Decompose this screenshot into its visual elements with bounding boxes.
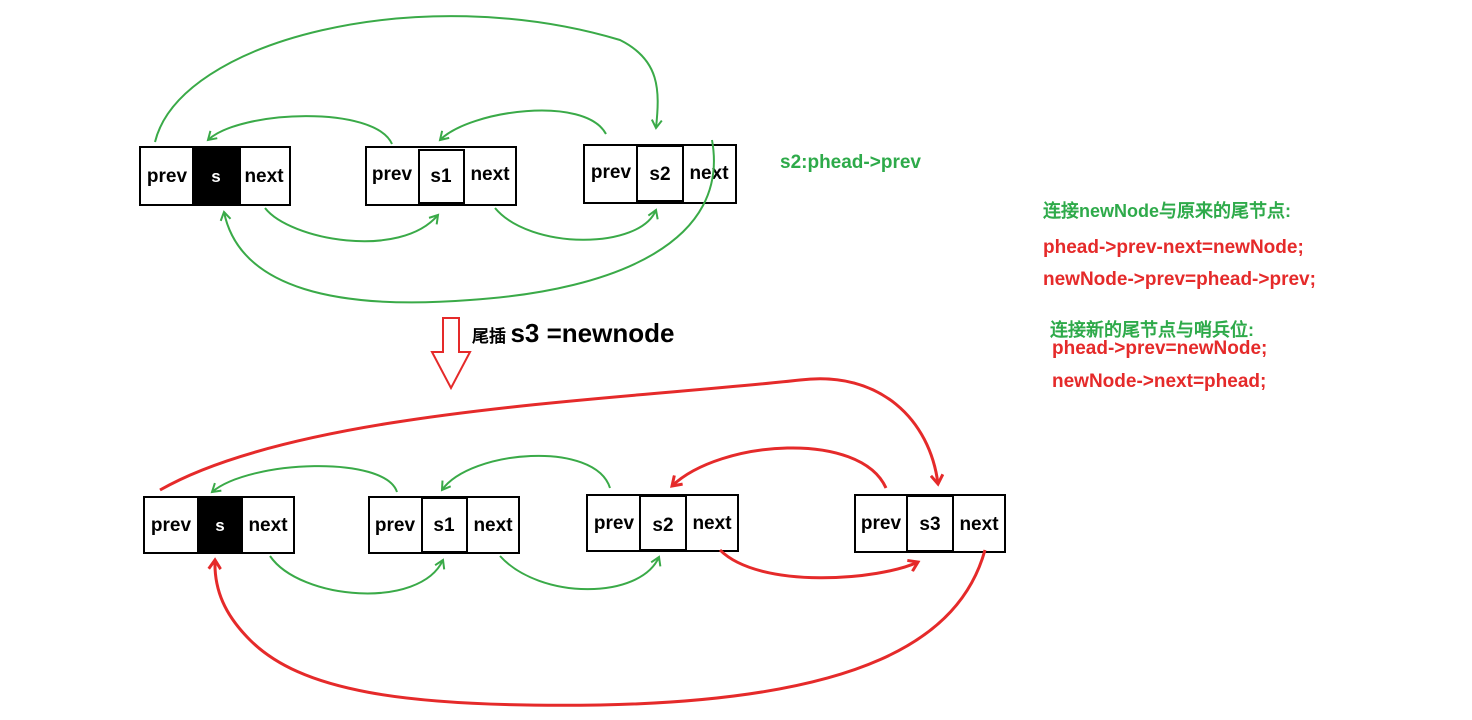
top-node-s1: prev s1 next (365, 146, 517, 206)
arrow-s2-prev-to-s1 (438, 109, 607, 142)
next-field-label: next (473, 515, 513, 536)
prev-field-label: prev (594, 513, 635, 534)
arrow-s3-prev-to-s2 (672, 446, 888, 489)
top-node-sentinel: prev s next (139, 146, 291, 206)
node-value: s2 (652, 515, 673, 536)
arrow-s2-next-to-sentinel (219, 139, 715, 304)
node-value: s3 (919, 514, 940, 535)
arrow-s1-prev-to-sentinel (206, 115, 393, 145)
transition-label-cn: 尾插 (472, 327, 506, 346)
next-field-label: next (470, 164, 510, 185)
next-field-label: next (244, 166, 284, 187)
sentinel-value: s (215, 516, 224, 535)
prev-field-label: prev (151, 515, 192, 536)
bottom-green-arrows (210, 454, 662, 595)
arrow-s2-next-to-s3 (718, 548, 918, 580)
prev-field-label: prev (591, 162, 632, 183)
node-value: s1 (433, 515, 455, 536)
arrow-s1-prev-to-sentinel (210, 465, 398, 494)
prev-field-label: prev (147, 166, 188, 187)
top-arrows (154, 15, 715, 304)
arrow-sentinel-next-to-s1 (264, 207, 440, 243)
arrow-s1-next-to-s2 (494, 207, 659, 241)
arrow-sentinel-next-to-s1 (269, 555, 446, 595)
note-code-line-2: newNode->prev=phead->prev; (1043, 269, 1316, 290)
down-arrow-icon (430, 317, 472, 391)
node-value: s2 (649, 164, 670, 185)
prev-field-label: prev (372, 164, 413, 185)
note-code-line-1: phead->prev-next=newNode; (1043, 237, 1304, 258)
note-heading-connect-sentinel: 连接新的尾节点与哨兵位: (1050, 320, 1254, 340)
note-code-line-4: newNode->next=phead; (1052, 371, 1267, 392)
top-node-s2: prev s2 next (583, 144, 737, 204)
bottom-node-s2: prev s2 next (586, 494, 739, 552)
bottom-node-s3: prev s3 next (854, 494, 1006, 553)
note-code-line-3: phead->prev=newNode; (1052, 338, 1268, 359)
bottom-node-s1: prev s1 next (368, 496, 520, 554)
prev-field-label: prev (861, 513, 902, 534)
bottom-red-arrows (159, 377, 987, 707)
next-field-label: next (248, 515, 288, 536)
transition-label-code: s3 =newnode (510, 318, 675, 348)
arrow-s2-prev-to-s1 (440, 454, 611, 492)
next-field-label: next (959, 514, 999, 535)
arrow-sentinel-next-to-s2 (154, 15, 663, 143)
prev-field-label: prev (375, 515, 416, 536)
node-value: s1 (430, 166, 452, 187)
bottom-node-sentinel: prev s next (143, 496, 295, 554)
arrow-sentinel-prev-to-s3 (159, 377, 938, 492)
transition-label: 尾插 s3 =newnode (472, 318, 674, 349)
top-side-label: s2:phead->prev (780, 152, 921, 173)
arrow-s1-next-to-s2 (499, 555, 662, 591)
note-heading-connect-old-tail: 连接newNode与原来的尾节点: (1043, 201, 1292, 221)
next-field-label: next (689, 163, 729, 184)
sentinel-value: s (211, 167, 220, 186)
arrow-s3-next-to-sentinel (215, 549, 987, 707)
next-field-label: next (692, 513, 732, 534)
